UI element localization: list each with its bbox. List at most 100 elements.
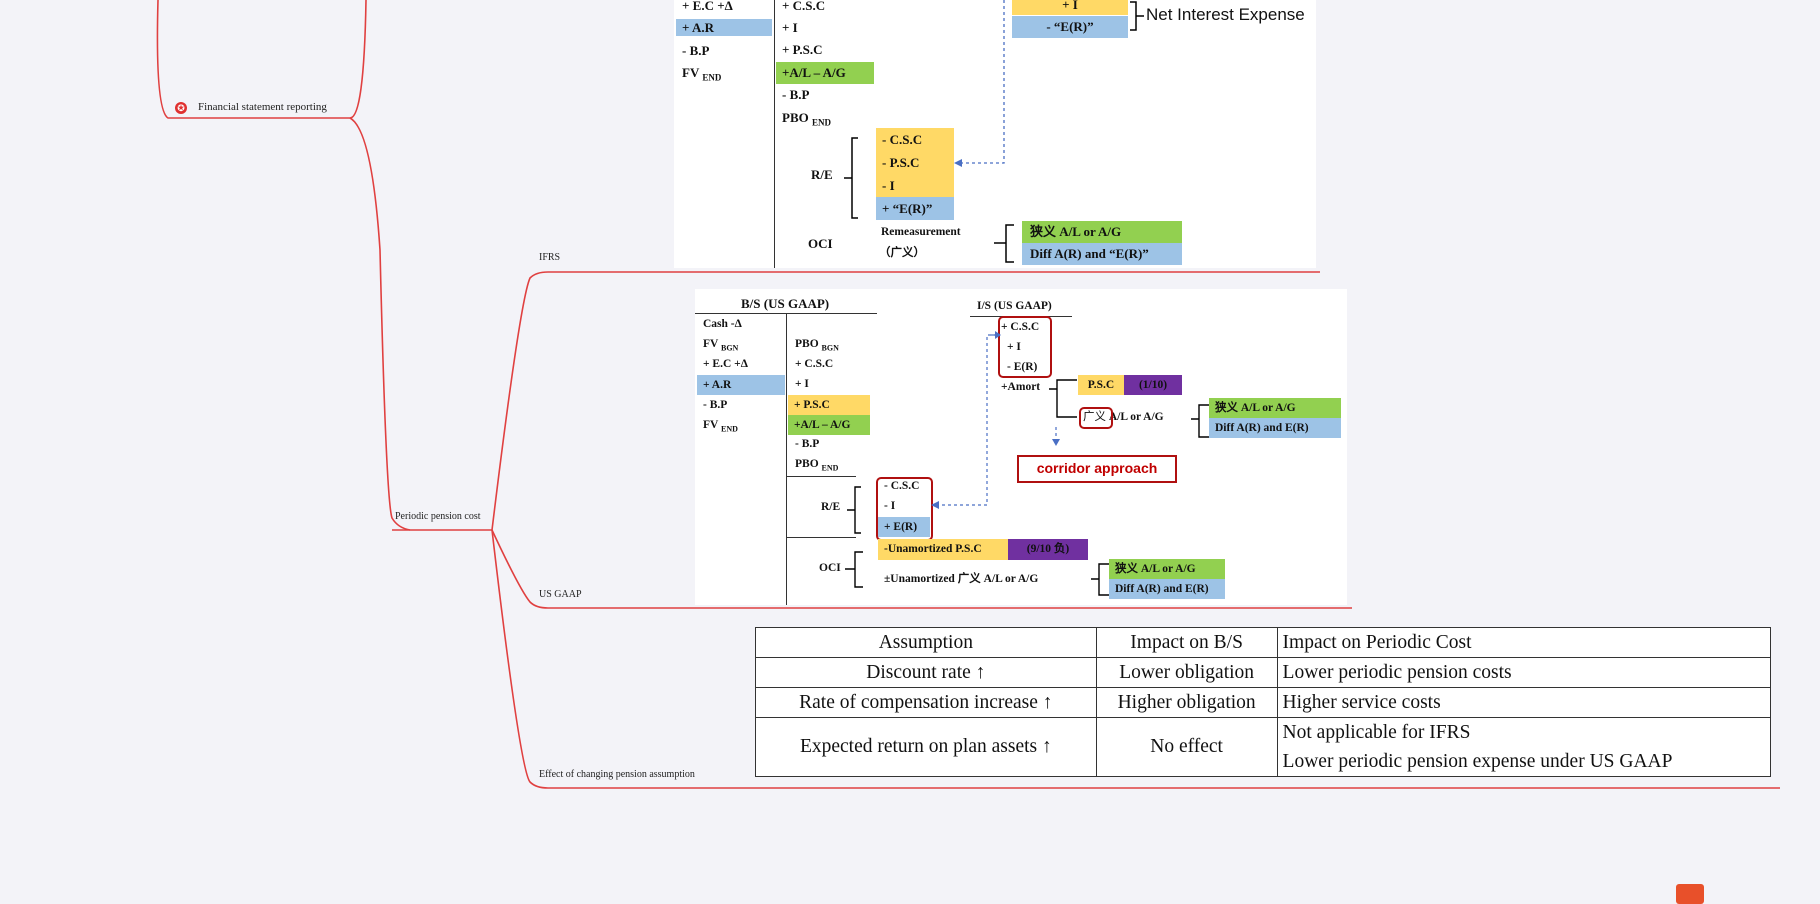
ifrs-asset-2-text: + A.R — [682, 20, 714, 35]
usgaap-al-or-ag: A/L or A/G — [1108, 411, 1164, 423]
usgaap-fv-bgn: FV BGN — [703, 336, 738, 356]
header-impact-bs: Impact on B/S — [1095, 627, 1278, 658]
ifrs-re-1: - C.S.C — [876, 128, 954, 151]
ifrs-pbo-4: +A/L – A/G — [776, 62, 874, 84]
ifrs-is-er: - “E(R)” — [1012, 16, 1128, 38]
usgaap-oci-2: Diff A(R) and E(R) — [1109, 579, 1225, 599]
usgaap-asset-5: - B.P — [703, 399, 728, 411]
ifrs-fv-end: FV END — [682, 64, 721, 87]
app-logo-icon — [1676, 884, 1704, 904]
ifrs-re-brace — [844, 137, 858, 219]
usgaap-asset-3: + E.C +Δ — [703, 358, 748, 370]
usgaap-pbo-3: + I — [795, 378, 809, 390]
node-financial-statement-reporting[interactable]: Financial statement reporting — [198, 101, 327, 113]
usgaap-pbo-bgn: PBO BGN — [795, 336, 839, 356]
cell-assumption: Rate of compensation increase ↑ — [755, 687, 1097, 718]
ifrs-pbo-4-text: +A/L – A/G — [782, 65, 846, 80]
ifrs-diagram-image: + E.C +Δ + A.R - B.P FV END + C.S.C + I … — [674, 0, 1316, 268]
node-periodic-pension-cost[interactable]: Periodic pension cost — [395, 511, 481, 522]
usgaap-asset-1: Cash -Δ — [703, 318, 742, 330]
usgaap-pbo-4: + P.S.C — [788, 395, 870, 415]
usgaap-unamort-psc: -Unamortized P.S.C — [878, 539, 1008, 560]
usgaap-psc-frac-text: (1/10) — [1138, 379, 1168, 391]
usgaap-pbo-5: +A/L – A/G — [788, 415, 870, 435]
usgaap-pbo-bgn-sub: BGN — [821, 343, 839, 353]
ifrs-oci-1: 狭义 A/L or A/G — [1022, 221, 1182, 243]
usgaap-psc: P.S.C — [1078, 375, 1124, 395]
usgaap-amort-items-brace — [1191, 404, 1213, 438]
ifrs-pbo-3: + P.S.C — [782, 42, 823, 57]
usgaap-unamort-psc-text: -Unamortized P.S.C — [884, 543, 982, 555]
cell-assumption: Expected return on plan assets ↑ — [755, 717, 1097, 777]
branch-ifrs — [491, 271, 1320, 531]
usgaap-pbo-end-sub: END — [821, 463, 839, 473]
usgaap-guangyi-al: 广义 A/L or A/G — [1083, 409, 1164, 426]
ifrs-oci-2-text: Diff A(R) and “E(R)” — [1030, 246, 1149, 261]
usgaap-fv-end: FV END — [703, 417, 738, 437]
usgaap-diagram-image: B/S (US GAAP) Cash -Δ FV BGN + E.C +Δ + … — [695, 289, 1347, 605]
ifrs-divider — [774, 0, 775, 268]
node-us-gaap[interactable]: US GAAP — [539, 589, 582, 600]
table-row: Expected return on plan assets ↑ No effe… — [755, 717, 1772, 777]
usgaap-psc-text: P.S.C — [1087, 379, 1115, 391]
ifrs-is-er-text: - “E(R)” — [1046, 19, 1094, 34]
ifrs-fv-sub: END — [702, 72, 722, 83]
usgaap-oci-divider — [786, 537, 787, 605]
cell-cost-line-2: Lower periodic pension expense under US … — [1282, 751, 1673, 772]
usgaap-oci-2-text: Diff A(R) and E(R) — [1115, 583, 1209, 595]
branch-top — [156, 0, 367, 119]
usgaap-oci-items-brace — [1091, 563, 1111, 596]
node-effect-changing-assumption[interactable]: Effect of changing pension assumption — [539, 769, 695, 780]
ifrs-is-i: + I — [1012, 0, 1128, 15]
usgaap-guangyi-text: 广义 — [1083, 411, 1106, 423]
usgaap-amort-1: 狭义 A/L or A/G — [1209, 398, 1341, 418]
usgaap-pbo-4-text: + P.S.C — [794, 399, 830, 411]
usgaap-bs-underline — [695, 313, 877, 314]
star-icon: ✪ — [175, 102, 187, 114]
usgaap-amort: +Amort — [1001, 381, 1041, 393]
cell-bs: No effect — [1095, 717, 1278, 777]
cell-bs: Lower obligation — [1095, 657, 1278, 688]
branch-usgaap — [491, 529, 1352, 609]
usgaap-dashed-arrows — [931, 331, 1060, 509]
usgaap-fv-end-sub: END — [721, 424, 738, 434]
ifrs-asset-3: - B.P — [682, 43, 710, 58]
usgaap-fv-end-label: FV — [703, 419, 719, 431]
branch-financial — [349, 117, 411, 531]
table-header-row: Assumption Impact on B/S Impact on Perio… — [755, 627, 1772, 658]
ifrs-re-4: + “E(R)” — [876, 197, 954, 220]
ifrs-pbo-sub: END — [811, 117, 831, 128]
node-ifrs[interactable]: IFRS — [539, 252, 561, 263]
ifrs-guangyi: （广义） — [879, 247, 925, 259]
branch-effect — [491, 529, 1780, 789]
usgaap-re-label: R/E — [821, 501, 841, 513]
ifrs-re-2-text: - P.S.C — [882, 155, 920, 170]
ifrs-net-interest-brace — [1130, 1, 1144, 31]
ifrs-fv-label: FV — [682, 65, 700, 80]
usgaap-amort-1-text: 狭义 A/L or A/G — [1215, 402, 1296, 414]
usgaap-asset-4: + A.R — [697, 375, 785, 395]
ifrs-re-4-text: + “E(R)” — [882, 201, 933, 216]
ifrs-pbo-1: + C.S.C — [782, 0, 826, 13]
usgaap-fv-bgn-sub: BGN — [721, 343, 739, 353]
usgaap-fv-bgn-label: FV — [703, 338, 719, 350]
usgaap-pbo-end: PBO END — [795, 456, 838, 476]
ifrs-pbo-2: + I — [782, 20, 798, 35]
usgaap-hline-1 — [786, 476, 856, 477]
ifrs-re-2: - P.S.C — [876, 151, 954, 174]
usgaap-pbo-5-text: +A/L – A/G — [794, 419, 851, 431]
usgaap-re-1: - C.S.C — [884, 480, 920, 492]
ifrs-re-label: R/E — [811, 167, 833, 182]
ifrs-oci-2: Diff A(R) and “E(R)” — [1022, 243, 1182, 265]
usgaap-amort-2-text: Diff A(R) and E(R) — [1215, 422, 1309, 434]
cell-cost: Lower periodic pension costs — [1276, 657, 1772, 688]
usgaap-oci-label: OCI — [819, 562, 841, 574]
usgaap-unamort-frac-text: (9/10 负) — [1026, 543, 1070, 555]
usgaap-pbo-2: + C.S.C — [795, 358, 834, 370]
ifrs-oci-1-text: 狭义 A/L or A/G — [1030, 224, 1122, 239]
usgaap-asset-4-text: + A.R — [703, 379, 732, 391]
usgaap-corridor-approach: corridor approach — [1017, 455, 1177, 483]
ifrs-oci-label: OCI — [808, 236, 833, 251]
ifrs-re-1-text: - C.S.C — [882, 132, 923, 147]
ifrs-pbo-5: - B.P — [782, 87, 810, 102]
